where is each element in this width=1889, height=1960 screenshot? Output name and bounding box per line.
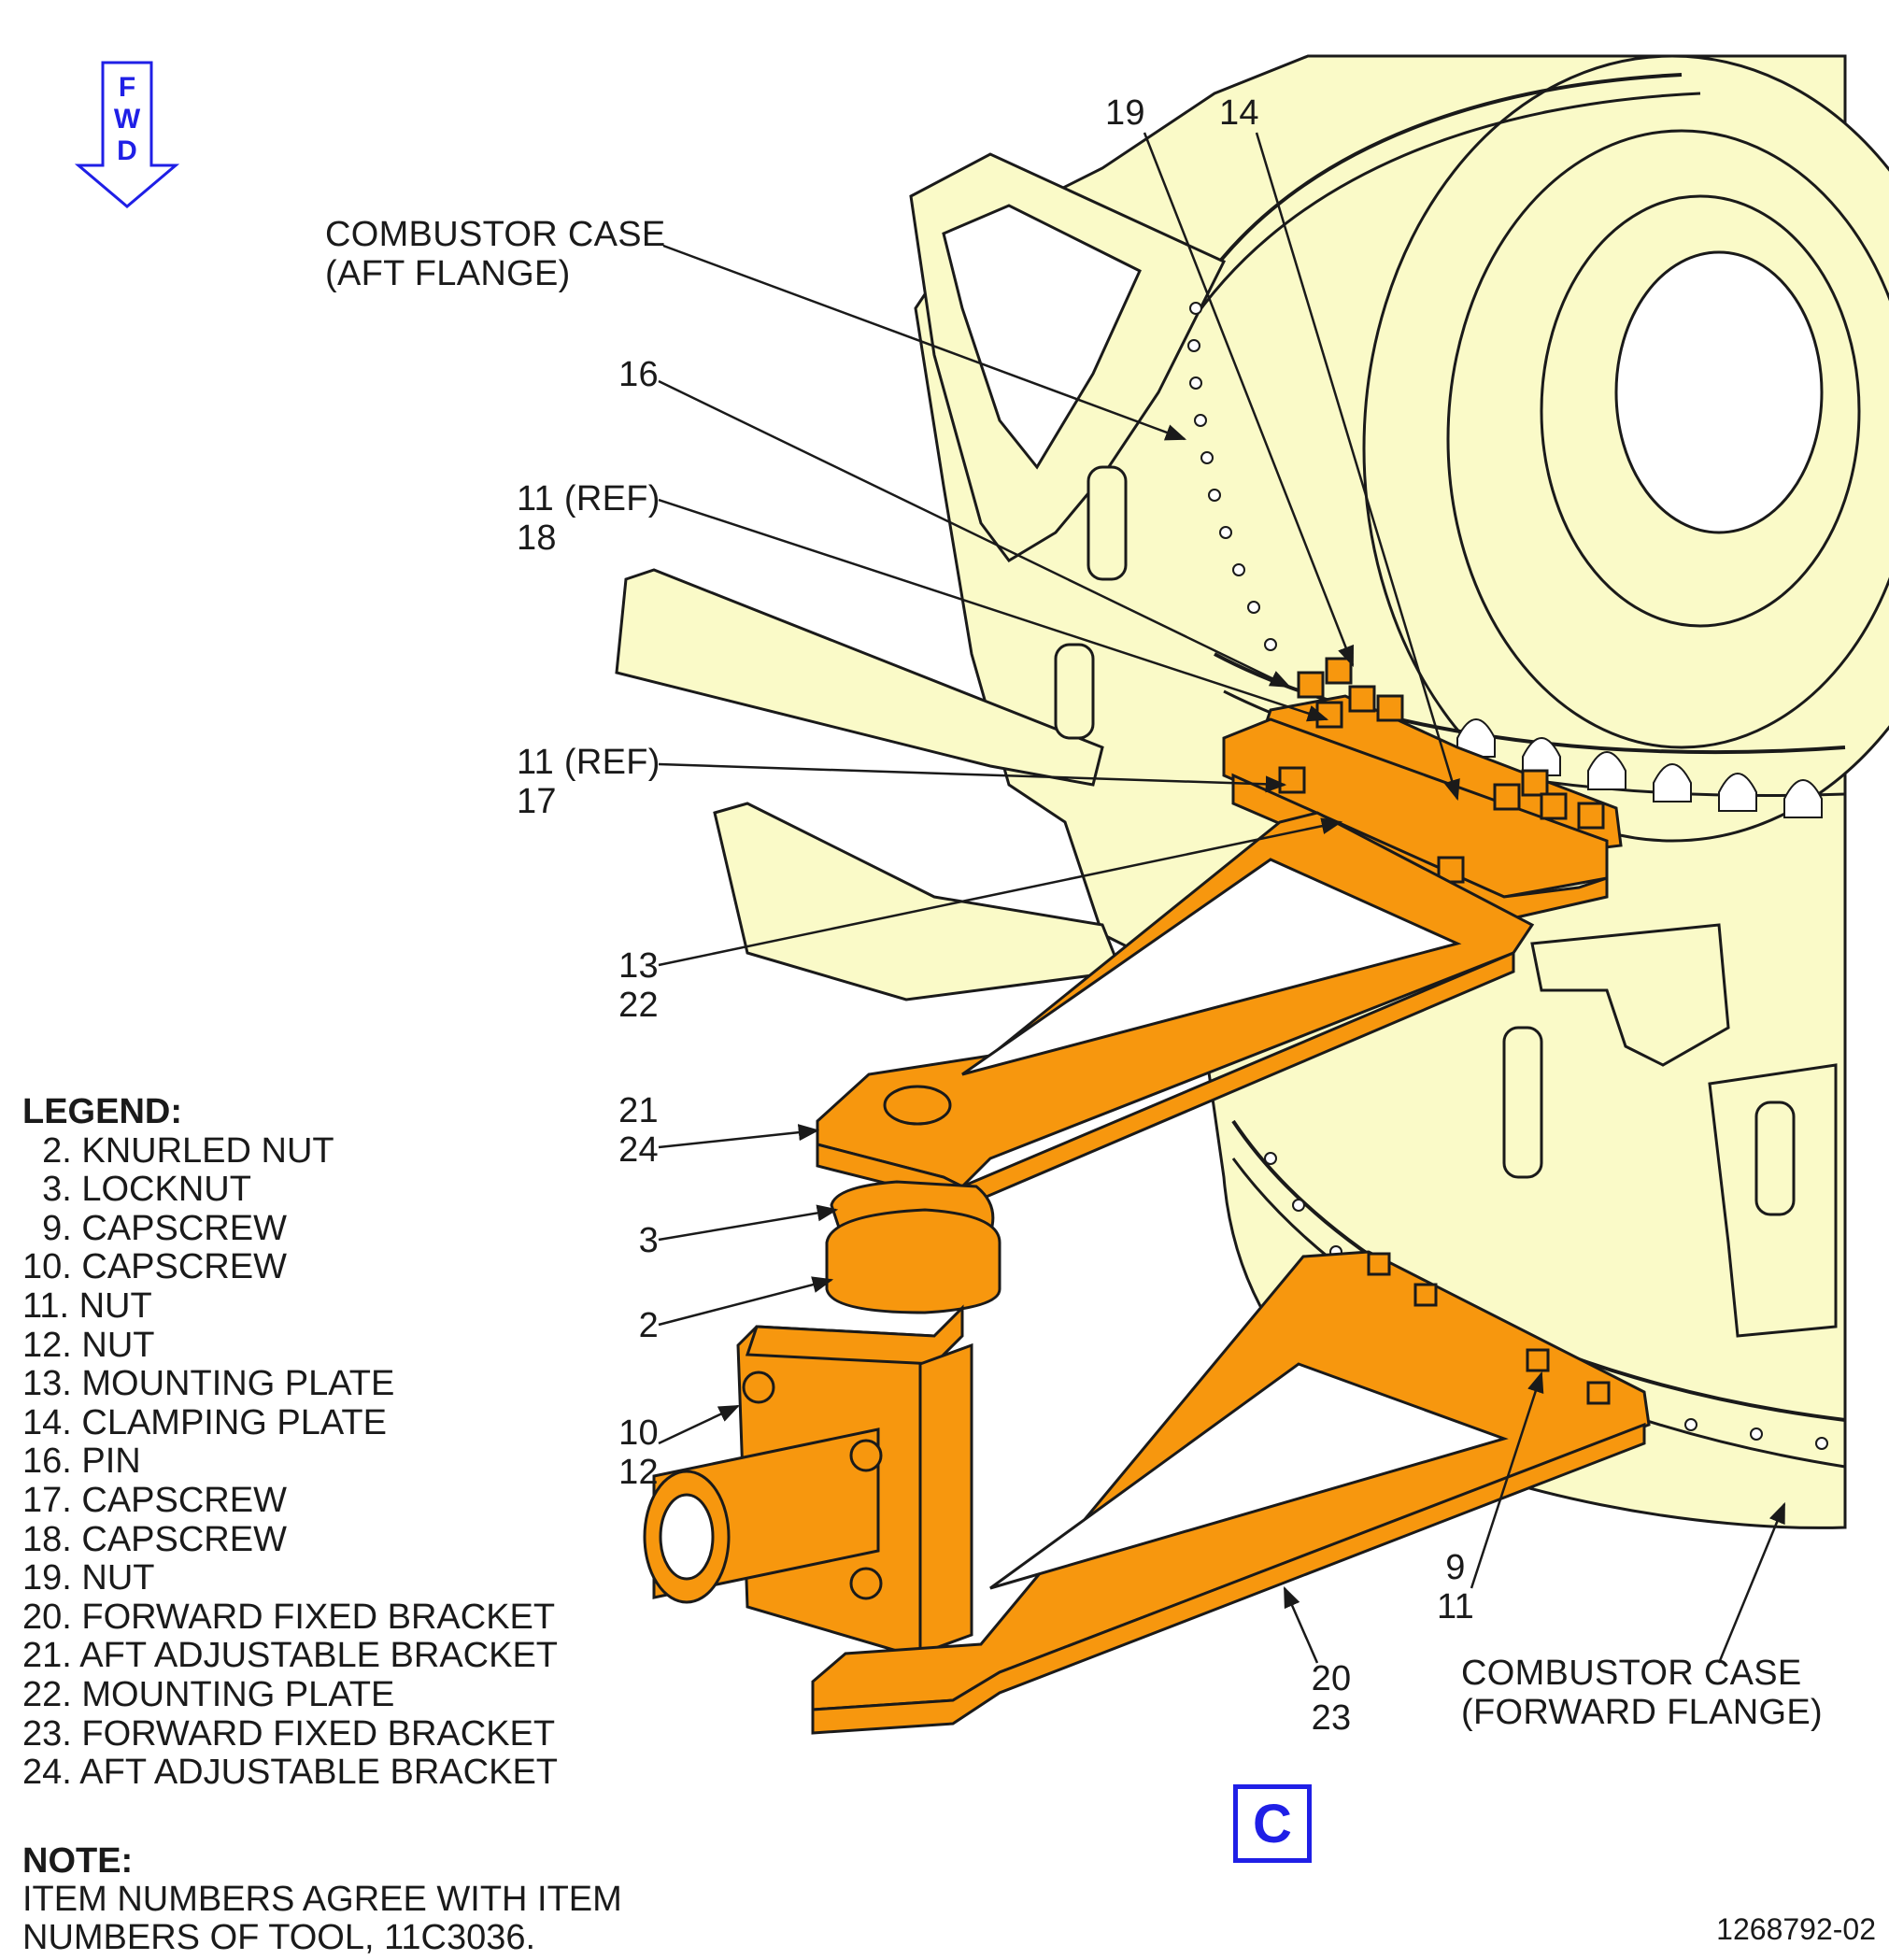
legend-item: 11. NUT xyxy=(22,1285,152,1326)
knurled-nut xyxy=(825,1208,1001,1314)
leader-lines xyxy=(658,132,1786,1664)
legend-item: 16. PIN xyxy=(22,1442,141,1482)
support-tool-assembly xyxy=(643,657,1651,1735)
forward-direction-arrow-icon: F W D xyxy=(75,61,179,208)
legend-item: 22. MOUNTING PLATE xyxy=(22,1674,395,1714)
legend-item: 23. FORWARD FIXED BRACKET xyxy=(22,1713,556,1754)
callout-10-12: 10 12 xyxy=(618,1413,659,1492)
legend-item: 21. AFT ADJUSTABLE BRACKET xyxy=(22,1636,559,1676)
legend-item: 14. CLAMPING PLATE xyxy=(22,1402,387,1442)
legend-item: 2. KNURLED NUT xyxy=(22,1130,334,1171)
callout-combustor-case-aft-flange: COMBUSTOR CASE (AFT FLANGE) xyxy=(325,215,666,293)
fwd-letter-w: W xyxy=(114,104,141,135)
legend-item: 13. MOUNTING PLATE xyxy=(22,1364,395,1404)
callout-21-24: 21 24 xyxy=(618,1091,659,1170)
callout-14: 14 xyxy=(1219,93,1259,133)
callout-11-ref-18: 11 (REF) 18 xyxy=(517,479,660,558)
drawing-number: 1268792-02 xyxy=(1716,1912,1876,1946)
legend-item: 18. CAPSCREW xyxy=(22,1519,287,1559)
fwd-letter-d: D xyxy=(117,135,137,166)
note-title: NOTE: xyxy=(22,1841,134,1881)
note-line: NUMBERS OF TOOL, 11C3036. xyxy=(22,1918,536,1957)
legend-item: 9. CAPSCREW xyxy=(22,1208,287,1248)
view-label: C xyxy=(1253,1794,1292,1854)
legend-item: 19. NUT xyxy=(22,1558,155,1598)
view-label-box: C xyxy=(1233,1784,1312,1863)
callout-16: 16 xyxy=(618,355,659,394)
callout-11-ref-17: 11 (REF) 17 xyxy=(517,743,660,821)
legend: LEGEND: 2. KNURLED NUT 3. LOCKNUT 9. CAP… xyxy=(22,1092,559,1793)
legend-item: 20. FORWARD FIXED BRACKET xyxy=(22,1597,556,1637)
callout-20-23: 20 23 xyxy=(1311,1659,1352,1738)
legend-item: 12. NUT xyxy=(22,1325,155,1365)
callout-2: 2 xyxy=(638,1306,659,1345)
legend-item: 3. LOCKNUT xyxy=(22,1170,251,1210)
callout-13-22: 13 22 xyxy=(618,946,659,1025)
note: NOTE: ITEM NUMBERS AGREE WITH ITEM NUMBE… xyxy=(22,1842,622,1957)
callout-19: 19 xyxy=(1105,93,1145,133)
callout-9-11: 9 11 xyxy=(1436,1548,1475,1626)
legend-item: 17. CAPSCREW xyxy=(22,1480,287,1520)
legend-item: 24. AFT ADJUSTABLE BRACKET xyxy=(22,1753,559,1793)
note-line: ITEM NUMBERS AGREE WITH ITEM xyxy=(22,1880,622,1919)
fwd-letter-f: F xyxy=(119,72,135,103)
callout-3: 3 xyxy=(638,1221,659,1260)
legend-item: 10. CAPSCREW xyxy=(22,1247,287,1287)
legend-title: LEGEND: xyxy=(22,1092,182,1131)
callout-combustor-case-forward-flange: COMBUSTOR CASE (FORWARD FLANGE) xyxy=(1461,1654,1823,1732)
